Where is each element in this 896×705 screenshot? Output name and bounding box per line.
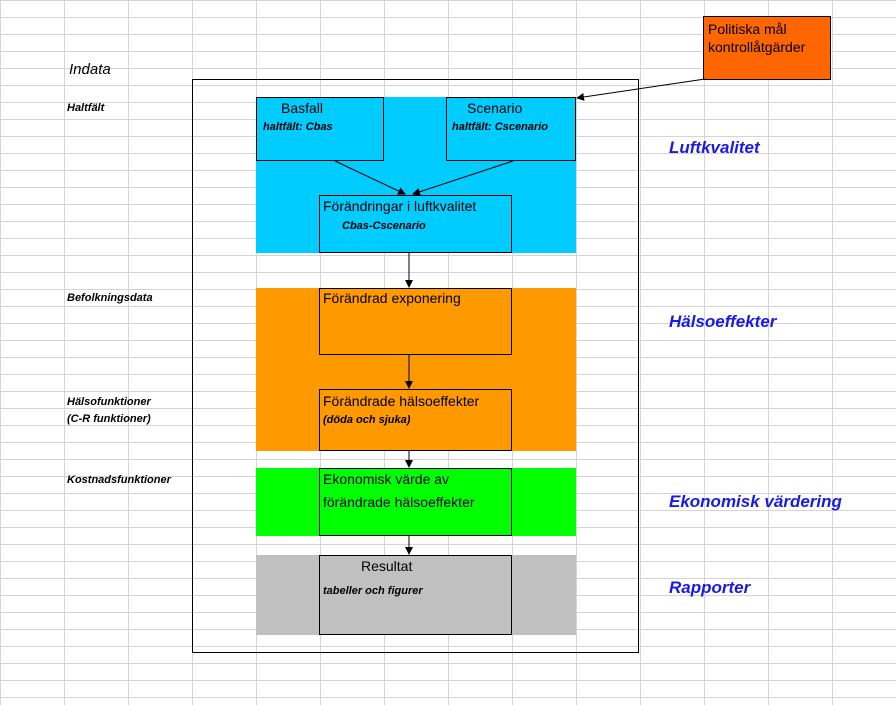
resultat-box: Resultat tabeller och figurer [319, 555, 512, 635]
section-rapporter: Rapporter [669, 578, 751, 597]
rapporter-band [256, 555, 576, 635]
politiska-mal-line1: Politiska mål [708, 21, 787, 37]
basfall-title: Basfall [281, 100, 324, 116]
section-luftkvalitet: Luftkvalitet [669, 138, 760, 157]
cr-funktioner-label: (C-R funktioner) [67, 413, 151, 425]
halsoeffekter-subtitle: (döda och sjuka) [323, 414, 411, 426]
forandringar-box: Förändringar i luftkvalitet Cbas-Cscenar… [319, 195, 512, 253]
indata-label: Indata [69, 61, 111, 78]
exponering-box: Förändrad exponering [319, 288, 512, 355]
politiska-mal-line2: kontrollåtgärder [708, 39, 806, 55]
ekonomiskt-varde-box: Ekonomisk värde av förändrade hälsoeffek… [319, 468, 512, 536]
exponering-title: Förändrad exponering [323, 290, 461, 306]
basfall-subtitle: haltfält: Cbas [263, 121, 333, 133]
kostnadsfunktioner-label: Kostnadsfunktioner [67, 474, 171, 486]
forandringar-subtitle: Cbas-Cscenario [342, 220, 426, 232]
section-halsoeffekter: Hälsoeffekter [669, 312, 777, 331]
ekonomisk-band [256, 468, 576, 536]
ekonomiskt-varde-line2: förändrade hälsoeffekter [323, 494, 475, 510]
basfall-box: Basfall haltfält: Cbas [256, 97, 384, 161]
scenario-subtitle: haltfält: Cscenario [452, 121, 548, 133]
forandringar-title: Förändringar i luftkvalitet [323, 198, 477, 214]
scenario-box: Scenario haltfält: Cscenario [446, 97, 576, 161]
resultat-title: Resultat [361, 558, 413, 574]
ekonomiskt-varde-line1: Ekonomisk värde av [323, 471, 450, 487]
halsoeffekter-box: Förändrade hälsoeffekter (döda och sjuka… [319, 389, 512, 451]
befolkningsdata-label: Befolkningsdata [67, 292, 153, 304]
politiska-mal-box: Politiska mål kontrollåtgärder [703, 16, 831, 80]
outer-frame [192, 79, 639, 653]
halsoeffekter-band [256, 288, 576, 451]
scenario-title: Scenario [467, 100, 523, 116]
resultat-subtitle: tabeller och figurer [323, 585, 423, 597]
haltfalt-label: Haltfält [67, 102, 105, 114]
section-ekonomisk-vardering: Ekonomisk värdering [669, 492, 842, 511]
halsoeffekter-title: Förändrade hälsoeffekter [323, 393, 480, 409]
halsofunktioner-label: Hälsofunktioner [67, 396, 151, 408]
